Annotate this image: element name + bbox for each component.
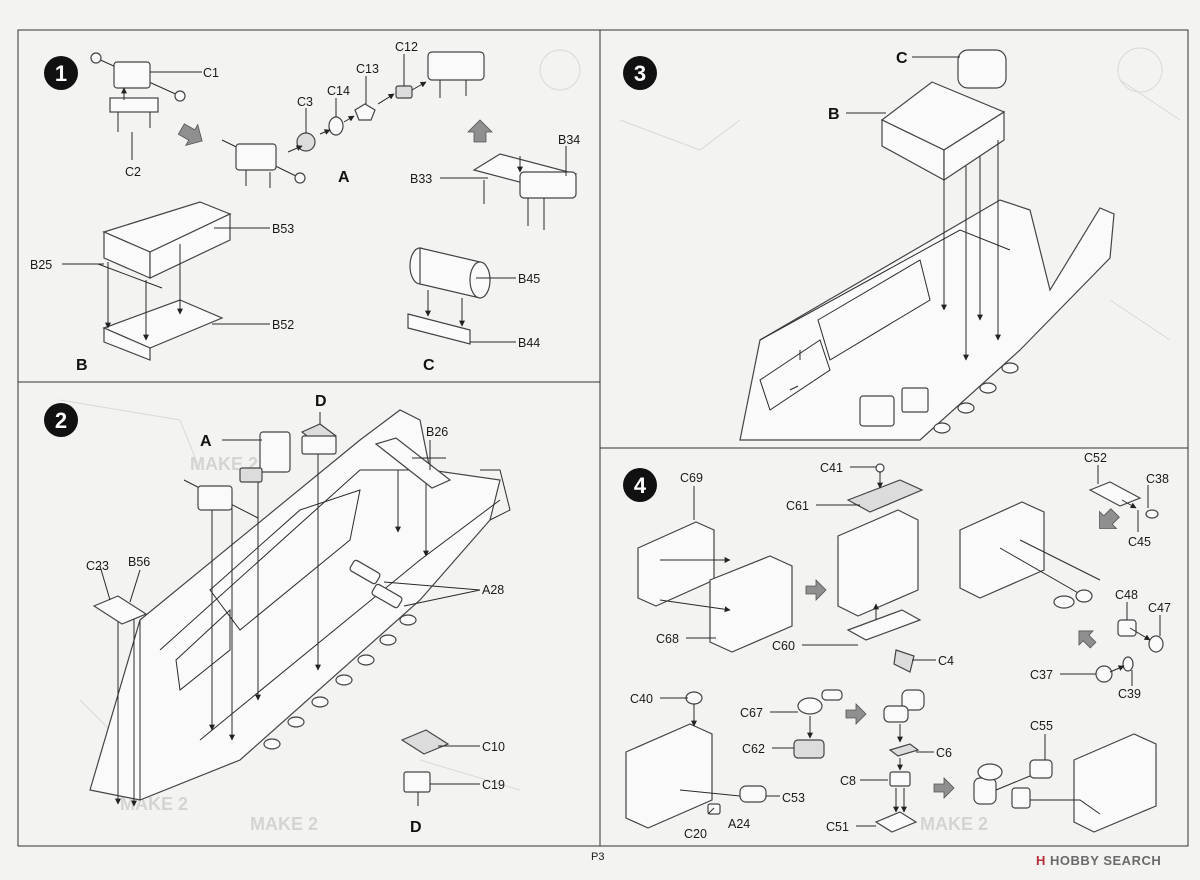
- svg-text:MAKE 2: MAKE 2: [920, 814, 988, 834]
- label-c3: C3: [297, 95, 313, 109]
- flow-arrow-icon: [177, 123, 203, 147]
- step-1-number: 1: [55, 61, 67, 86]
- label-a24: A24: [728, 817, 750, 831]
- step-2-panel: 2: [44, 393, 511, 836]
- flow-arrow-icon: [933, 777, 955, 799]
- label-c55: C55: [1030, 719, 1053, 733]
- flow-arrow-icon: [845, 703, 867, 725]
- label-c1: C1: [203, 66, 219, 80]
- part-c47-c48-c37-c39: [1095, 619, 1164, 683]
- label-b33: B33: [410, 172, 432, 186]
- label-b56: B56: [128, 555, 150, 569]
- label-b44: B44: [518, 336, 540, 350]
- label-c23: C23: [86, 559, 109, 573]
- step-4-badge: [623, 468, 657, 502]
- label-c6: C6: [936, 746, 952, 760]
- subassembly-a-drawing: [183, 431, 291, 519]
- label-c69: C69: [680, 471, 703, 485]
- svg-text:MAKE 2: MAKE 2: [250, 814, 318, 834]
- part-c3-assembly: [221, 51, 485, 188]
- label-a28: A28: [482, 583, 504, 597]
- flow-arrow-icon: [1099, 508, 1120, 529]
- label-c2: C2: [125, 165, 141, 179]
- label-b26: B26: [426, 425, 448, 439]
- label-b52: B52: [272, 318, 294, 332]
- label-c4: C4: [938, 654, 954, 668]
- label-c53: C53: [782, 791, 805, 805]
- engine-block-assembled: [837, 463, 924, 673]
- subassembly-a-callout: A: [200, 433, 212, 450]
- label-c38: C38: [1146, 472, 1169, 486]
- label-b34: B34: [558, 133, 580, 147]
- step-4-panel: 4 C69 C68 C41 C61 C60 C4: [623, 451, 1171, 841]
- label-c61: C61: [786, 499, 809, 513]
- part-b26-drawing: [374, 437, 452, 489]
- label-c37: C37: [1030, 668, 1053, 682]
- engine-with-crank: [959, 481, 1159, 609]
- hull-drawing: [89, 409, 511, 807]
- label-c10: C10: [482, 740, 505, 754]
- label-c51: C51: [826, 820, 849, 834]
- step-2-badge: [44, 403, 78, 437]
- step-1-panel: 1 C1 C2: [30, 40, 580, 374]
- flow-arrow-icon: [467, 119, 493, 143]
- part-a28-drawing: [349, 559, 403, 609]
- label-c52: C52: [1084, 451, 1107, 465]
- subassembly-c-label: C: [423, 357, 435, 374]
- page-number: P3: [591, 851, 605, 863]
- part-b33-b34-assembly: [472, 153, 578, 230]
- engine-front-accessories: [625, 691, 767, 829]
- subassembly-d-callout: D: [315, 393, 327, 410]
- label-c19: C19: [482, 778, 505, 792]
- label-c47: C47: [1148, 601, 1171, 615]
- step-4-number: 4: [634, 473, 647, 498]
- label-b25: B25: [30, 258, 52, 272]
- label-c20: C20: [684, 827, 707, 841]
- part-b44-b45-tank: [407, 247, 491, 345]
- panel-frames: [17, 29, 1189, 847]
- step-1-badge: [44, 56, 78, 90]
- subassembly-c-callout: C: [896, 50, 908, 67]
- label-c60: C60: [772, 639, 795, 653]
- subassembly-b-callout: B: [828, 106, 840, 123]
- label-c45: C45: [1128, 535, 1151, 549]
- label-c40: C40: [630, 692, 653, 706]
- label-c68: C68: [656, 632, 679, 646]
- subassembly-a-label: A: [338, 169, 350, 186]
- flow-arrow-icon: [805, 579, 827, 601]
- part-c6-c8-c51-drawing: [874, 689, 925, 833]
- part-b52-b53-box: [97, 201, 232, 361]
- label-c8: C8: [840, 774, 856, 788]
- watermark-text: HOBBY SEARCH: [1050, 853, 1162, 868]
- part-b-box-step-3: [880, 49, 1007, 361]
- label-c12: C12: [395, 40, 418, 54]
- label-b53: B53: [272, 222, 294, 236]
- part-c23-b56-drawing: [92, 565, 148, 625]
- subassembly-d-drawing: [300, 423, 338, 455]
- label-c13: C13: [356, 62, 379, 76]
- engine-final-assembly: [973, 733, 1157, 833]
- step-3-number: 3: [634, 61, 646, 86]
- flow-arrow-icon: [1078, 630, 1097, 649]
- part-c10-c19-drawing: [400, 729, 450, 806]
- label-c39: C39: [1118, 687, 1141, 701]
- label-b45: B45: [518, 272, 540, 286]
- label-c48: C48: [1115, 588, 1138, 602]
- subassembly-d-bottom-label: D: [410, 819, 422, 836]
- step-3-badge: [623, 56, 657, 90]
- part-c1-assembly: [90, 52, 186, 132]
- hull-drawing-step-3: [739, 199, 1115, 441]
- part-c62-c67-drawing: [793, 689, 843, 759]
- watermark-logo: H: [1036, 853, 1046, 868]
- label-c41: C41: [820, 461, 843, 475]
- label-c67: C67: [740, 706, 763, 720]
- step-3-panel: 3 C B: [623, 49, 1115, 441]
- subassembly-b-label: B: [76, 357, 88, 374]
- watermark: H HOBBY SEARCH: [1036, 853, 1161, 868]
- label-c62: C62: [742, 742, 765, 756]
- step-2-number: 2: [55, 408, 67, 433]
- label-c14: C14: [327, 84, 350, 98]
- engine-block-halves: [637, 521, 793, 653]
